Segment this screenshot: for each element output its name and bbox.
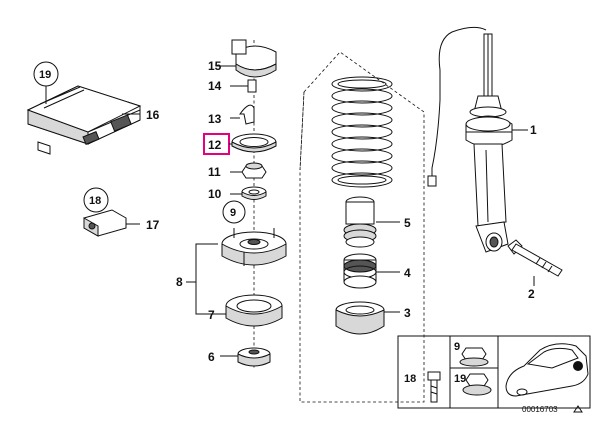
inset-label-9: 9 [454, 341, 460, 353]
callout-10[interactable]: 10 [208, 187, 222, 201]
inset-nut-19-drawing [462, 373, 492, 396]
callout-18[interactable]: 18 [89, 195, 101, 207]
callout-12[interactable]: 12 [208, 138, 222, 152]
callout-circle-18 [83, 187, 109, 213]
height-sensor-drawing [83, 209, 127, 237]
callout-15[interactable]: 15 [208, 59, 222, 73]
callout-13[interactable]: 13 [208, 112, 222, 126]
inset-label-19: 19 [454, 373, 466, 385]
part-2-bolt [507, 239, 563, 277]
part-15-cap [231, 39, 277, 78]
callout-5[interactable]: 5 [404, 216, 411, 230]
inset-car-drawing [505, 343, 589, 397]
callout-7[interactable]: 7 [208, 308, 215, 322]
shock-absorber-drawing [427, 26, 513, 253]
part-14-clip [247, 79, 257, 93]
callout-6[interactable]: 6 [208, 350, 215, 364]
bracket-8 [195, 243, 218, 315]
inset-panel [397, 335, 591, 409]
triangle-icon [573, 405, 583, 413]
part-6-cap [237, 347, 271, 367]
part-13-line [239, 104, 255, 125]
callout-4[interactable]: 4 [404, 266, 411, 280]
part-7-ring [225, 294, 283, 327]
callout-11[interactable]: 11 [208, 165, 221, 179]
inset-label-18: 18 [404, 373, 416, 385]
part-3-seat [335, 301, 385, 335]
control-unit-drawing [26, 85, 142, 155]
callout-3[interactable]: 3 [404, 306, 411, 320]
callout-17[interactable]: 17 [146, 218, 160, 232]
callout-9[interactable]: 9 [230, 207, 236, 219]
callout-8[interactable]: 8 [176, 275, 183, 289]
part-5-bump-stop [343, 196, 377, 248]
part-8-top-mount [221, 228, 287, 266]
callout-2[interactable]: 2 [528, 287, 535, 301]
callout-19[interactable]: 19 [39, 69, 51, 81]
callout-1[interactable]: 1 [530, 123, 537, 137]
callout-16[interactable]: 16 [146, 108, 160, 122]
coil-spring-drawing [331, 76, 393, 188]
spring-group-edge [299, 91, 305, 171]
part-12-ring [231, 133, 277, 153]
part-10-washer [241, 186, 267, 200]
diagram-number: 00016703 [522, 405, 558, 414]
callout-14[interactable]: 14 [208, 79, 222, 93]
callout-circle-9 [222, 200, 246, 224]
inset-bolt-18-drawing [427, 371, 441, 403]
part-11-nut [241, 162, 267, 179]
part-4-sleeve [343, 253, 377, 289]
inset-nut-9-drawing [459, 347, 489, 367]
